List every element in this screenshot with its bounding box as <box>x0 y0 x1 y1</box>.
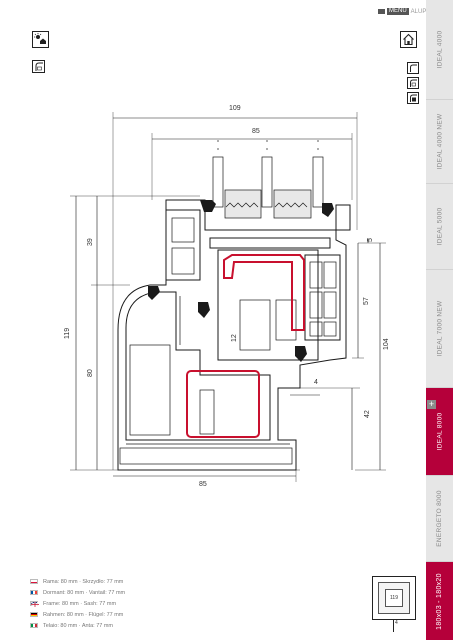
window-type-1-icon[interactable] <box>407 62 419 74</box>
menu-icon <box>378 9 385 14</box>
legend-text: Rahmen: 80 mm · Flügel: 77 mm <box>43 611 124 618</box>
tab-ideal-4000[interactable]: IDEAL 4000 <box>426 0 453 100</box>
tab-label: IDEAL 4000 NEW <box>436 113 444 170</box>
tab-label: ENERGETO 8000 <box>436 490 443 547</box>
thumbnail-pointer <box>393 620 394 632</box>
half-insulation-icon[interactable] <box>32 60 45 73</box>
window-type-3-icon[interactable] <box>407 92 419 104</box>
legend-row-de: Rahmen: 80 mm · Flügel: 77 mm <box>30 609 125 620</box>
germany-flag-icon <box>30 612 38 617</box>
dim-inner-width: 85 <box>252 128 260 135</box>
thumbnail-frame: 119 <box>378 582 410 614</box>
thumbnail-scale-label: 4 <box>395 620 398 626</box>
dim-height-total: 119 <box>64 328 71 339</box>
dim-top-width: 109 <box>229 105 241 112</box>
tab-label: 180x03 - 180x20 <box>436 572 443 630</box>
menu-label: MENU <box>387 8 409 15</box>
tab-energeto-8000[interactable]: ENERGETO 8000 <box>426 476 453 562</box>
dim-height-upper: 39 <box>87 238 94 246</box>
legend-text: Telaio: 80 mm · Anta: 77 mm <box>43 622 113 629</box>
dimension-legend: Rama: 80 mm · Skrzydło: 77 mm Dormant: 8… <box>30 576 125 631</box>
legend-row-it: Telaio: 80 mm · Anta: 77 mm <box>30 620 125 631</box>
tab-ideal-7000-new[interactable]: IDEAL 7000 NEW <box>426 270 453 388</box>
dim-sash-total: 104 <box>383 338 390 350</box>
tab-ideal-5000[interactable]: IDEAL 5000 <box>426 184 453 270</box>
dim-overlap: 12 <box>231 334 238 342</box>
tab-label: IDEAL 4000 <box>436 30 443 69</box>
dim-height-lower: 80 <box>87 369 94 377</box>
sidebar: IDEAL 4000 IDEAL 4000 NEW IDEAL 5000 IDE… <box>426 0 453 640</box>
tab-ideal-4000-new[interactable]: IDEAL 4000 NEW <box>426 100 453 184</box>
france-flag-icon <box>30 590 38 595</box>
tab-label: IDEAL 8000 <box>436 412 443 451</box>
dim-rebate: 4 <box>314 379 318 386</box>
thumbnail-label: 119 <box>385 589 403 607</box>
home-icon[interactable] <box>400 31 417 48</box>
dim-bottom-width: 85 <box>199 481 207 488</box>
legend-row-pl: Rama: 80 mm · Skrzydło: 77 mm <box>30 576 125 587</box>
legend-row-uk: Frame: 80 mm · Sash: 77 mm <box>30 598 125 609</box>
tab-system-range[interactable]: 180x03 - 180x20 <box>426 562 453 640</box>
poland-flag-icon <box>30 579 38 584</box>
legend-text: Rama: 80 mm · Skrzydło: 77 mm <box>43 578 124 585</box>
legend-row-fr: Dormant: 80 mm · Vantail: 77 mm <box>30 587 125 598</box>
uk-flag-icon <box>30 601 39 607</box>
window-thumbnail[interactable]: 119 <box>372 576 416 620</box>
legend-text: Frame: 80 mm · Sash: 77 mm <box>43 600 117 607</box>
dim-sash-height: 57 <box>363 297 370 305</box>
dim-sash-low: 42 <box>364 410 371 418</box>
italy-flag-icon <box>30 623 38 628</box>
window-type-2-icon[interactable] <box>407 77 419 89</box>
profile-cross-section-drawing: 109 85 85 39 119 80 5 57 104 12 4 42 <box>64 105 390 488</box>
dim-gasket: 5 <box>367 238 374 242</box>
legend-text: Dormant: 80 mm · Vantail: 77 mm <box>43 589 126 596</box>
tab-label: IDEAL 5000 <box>436 207 443 246</box>
tab-label: IDEAL 7000 NEW <box>436 300 444 357</box>
expand-plus-button[interactable]: + <box>427 399 436 409</box>
sun-house-icon[interactable] <box>32 31 49 48</box>
